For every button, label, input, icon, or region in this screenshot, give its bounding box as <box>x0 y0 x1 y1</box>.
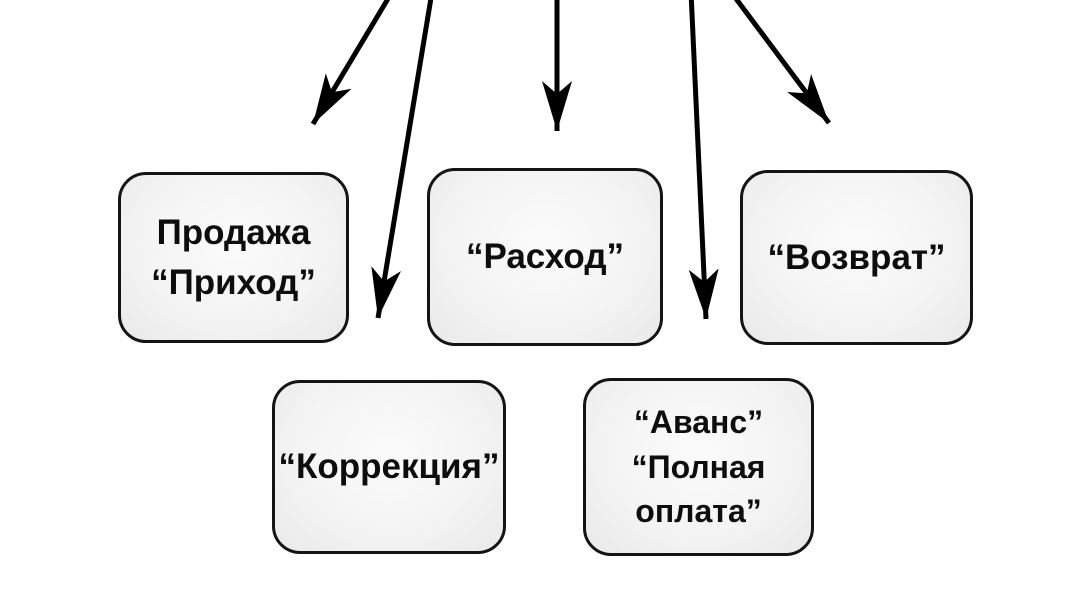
node-sale-prihod-label: Продажа “Приход” <box>151 212 316 302</box>
arrow <box>310 0 391 126</box>
node-avans-polnaya-oplata-label: “Аванс” “Полная оплата” <box>631 403 766 530</box>
node-vozvrat-label: “Возврат” <box>767 237 946 277</box>
node-sale-prihod: Продажа “Приход” <box>118 172 349 343</box>
node-korrektsiya: “Коррекция” <box>272 380 506 554</box>
node-avans-polnaya-oplata: “Аванс” “Полная оплата” <box>583 378 814 556</box>
arrow <box>371 0 434 319</box>
node-vozvrat: “Возврат” <box>740 170 973 345</box>
arrow <box>688 0 719 320</box>
arrow <box>733 0 832 125</box>
node-rashod: “Расход” <box>427 168 663 346</box>
node-korrektsiya-label: “Коррекция” <box>278 447 500 487</box>
node-rashod-label: “Расход” <box>465 237 625 277</box>
